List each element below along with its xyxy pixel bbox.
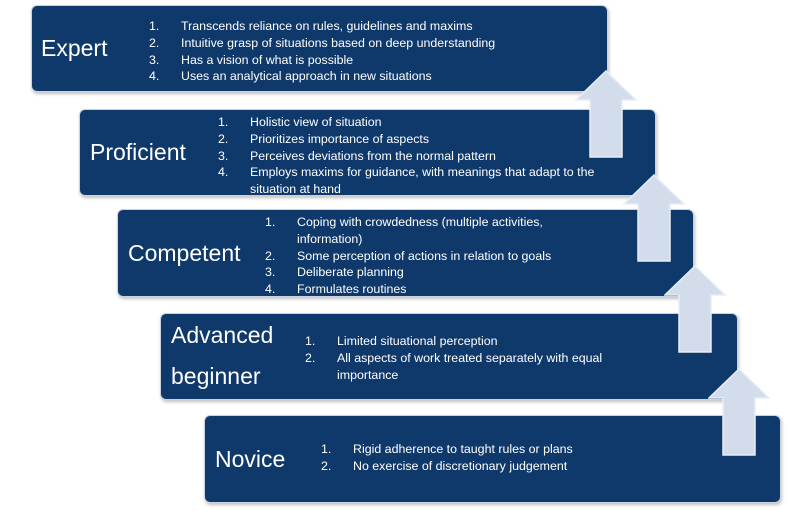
- list-item-text: Transcends reliance on rules, guidelines…: [181, 19, 473, 33]
- list-item-number: 3.: [265, 265, 276, 280]
- stage-box-competent: Competent 1. Coping with crowdedness (mult…: [117, 209, 694, 297]
- up-arrow-shape: [623, 174, 685, 262]
- up-arrow-shape: [708, 368, 770, 456]
- list-item-number: 4.: [218, 165, 229, 180]
- stage-box-expert: Expert 1. Transcends reliance on rules, gu…: [31, 5, 608, 92]
- list-item-number: 3.: [218, 148, 229, 163]
- list-item-number: 2.: [218, 131, 229, 146]
- up-arrow-icon: [623, 174, 685, 262]
- list-item-number: 1.: [265, 215, 276, 229]
- list-item-text: Holistic view of situation: [250, 115, 382, 129]
- list-item: 1. Transcends reliance on rules, guidelin…: [149, 18, 519, 35]
- up-arrow-icon: [664, 265, 726, 353]
- stage-title: beginner: [171, 363, 261, 389]
- list-item: 1. Rigid adherence to taught rules or pla…: [321, 441, 681, 458]
- list-item-number: 1.: [321, 442, 332, 456]
- list-item-number: 2.: [149, 35, 160, 50]
- list-item-number: 2.: [305, 350, 316, 365]
- list-item-number: 1.: [218, 115, 229, 129]
- list-item: 2. No exercise of discretionary judgement: [321, 458, 681, 475]
- list-item-text: Prioritizes importance of aspects: [250, 131, 430, 146]
- stage-box-advanced-beginner: Advanced beginner 1. Limited situational pe…: [160, 313, 738, 400]
- list-item-number: 3.: [149, 52, 160, 67]
- list-item: 1. Holistic view of situation: [218, 114, 598, 131]
- list-item-number: 2.: [321, 458, 332, 473]
- list-item: 4. Uses an analytical approach in new sit…: [149, 68, 519, 85]
- list-item-text: Some perception of actions in relation t…: [297, 248, 552, 263]
- list-item-text: Formulates routines: [297, 282, 407, 297]
- list-item: 1. Limited situational perception: [305, 333, 635, 350]
- up-arrow-shape: [575, 70, 637, 158]
- stage-title: Proficient: [90, 139, 186, 165]
- list-item: 3. Has a vision of what is possible: [149, 52, 519, 69]
- list-item: 4. Employs maxims for guidance, with mean…: [218, 164, 598, 198]
- list-item-text: Employs maxims for guidance, with meanin…: [250, 165, 595, 197]
- stage-title: Advanced: [171, 322, 274, 348]
- list-item: 3. Deliberate planning: [265, 264, 585, 281]
- stage-item-list: 1. Rigid adherence to taught rules or pla…: [321, 441, 681, 475]
- stage-title: Competent: [128, 240, 241, 266]
- list-item-text: All aspects of work treated separately w…: [337, 350, 603, 382]
- list-item-number: 4.: [149, 69, 160, 84]
- list-item: 3. Perceives deviations from the normal p…: [218, 148, 598, 165]
- list-item-text: Deliberate planning: [297, 265, 404, 280]
- stage-box-proficient: Proficient 1. Holistic view of situation 2.…: [79, 109, 656, 196]
- stage-title: Novice: [215, 446, 286, 472]
- list-item-text: No exercise of discretionary judgement: [353, 458, 568, 473]
- list-item: 4. Formulates routines: [265, 281, 585, 298]
- stage-item-list: 1. Holistic view of situation 2. Prioritize…: [218, 114, 598, 198]
- list-item: 2. Some perception of actions in relation…: [265, 248, 585, 265]
- list-item: 1. Coping with crowdedness (multiple acti…: [265, 214, 585, 248]
- up-arrow-icon: [575, 70, 637, 158]
- list-item: 2. Prioritizes importance of aspects: [218, 131, 598, 148]
- up-arrow-shape: [664, 265, 726, 353]
- list-item-text: Intuitive grasp of situations based on d…: [181, 35, 496, 50]
- list-item-text: Perceives deviations from the normal pat…: [250, 148, 496, 163]
- list-item-number: 2.: [265, 248, 276, 263]
- list-item-text: Has a vision of what is possible: [181, 52, 354, 67]
- list-item: 2. All aspects of work treated separately…: [305, 350, 635, 384]
- stage-title: Expert: [41, 35, 108, 61]
- list-item-text: Uses an analytical approach in new situa…: [181, 69, 432, 84]
- stage-item-list: 1. Transcends reliance on rules, guidelin…: [149, 18, 519, 85]
- list-item-text: Limited situational perception: [337, 334, 498, 348]
- list-item-number: 1.: [305, 334, 316, 348]
- list-item-text: Rigid adherence to taught rules or plans: [353, 442, 573, 456]
- stage-box-novice: Novice 1. Rigid adherence to taught rules …: [204, 415, 781, 503]
- up-arrow-icon: [708, 368, 770, 456]
- stage-item-list: 1. Coping with crowdedness (multiple acti…: [265, 214, 585, 298]
- list-item-text: Coping with crowdedness (multiple activi…: [297, 215, 543, 246]
- list-item-number: 1.: [149, 19, 160, 33]
- stage-item-list: 1. Limited situational perception 2. All as…: [305, 333, 635, 383]
- list-item: 2. Intuitive grasp of situations based on…: [149, 35, 519, 52]
- list-item-number: 4.: [265, 282, 276, 297]
